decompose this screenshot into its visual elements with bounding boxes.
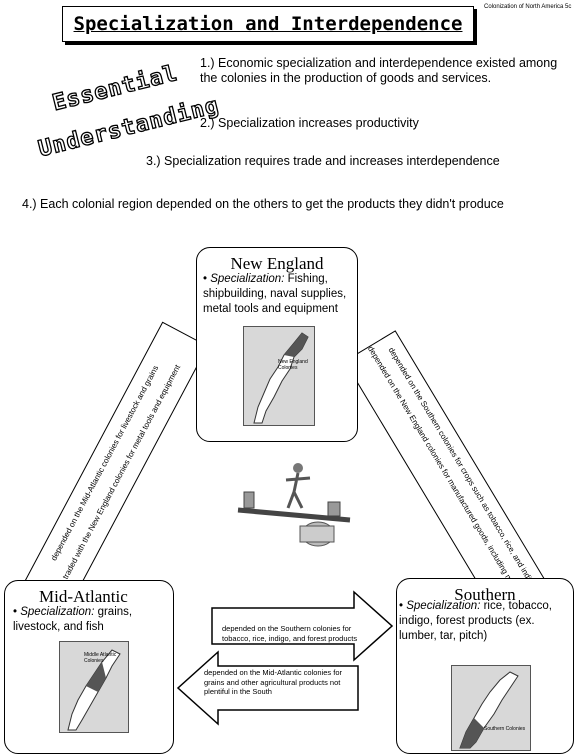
point-2: 2.) Specialization increases productivit… (200, 116, 419, 130)
map-icon (459, 671, 519, 749)
left-arrow-outer-text: depended on the Mid-Atlantic colonies fo… (49, 363, 161, 563)
map-icon (253, 332, 309, 424)
mid-atlantic-specialization: • Specialization: grains, livestock, and… (13, 606, 133, 633)
point-3: 3.) Specialization requires trade and in… (146, 154, 500, 168)
right-arrow-outer-text: depended on the Southern colonies for cr… (386, 345, 538, 590)
seesaw-illustration (237, 463, 351, 547)
bullet-icon: • (399, 600, 407, 612)
new-england-map: New England Colonies (243, 326, 315, 426)
point-4: 4.) Each colonial region depended on the… (22, 197, 504, 211)
mid-atlantic-map-label: Middle Atlantic Colonies (84, 652, 117, 664)
mid-atlantic-title: Mid-Atlantic (39, 587, 128, 606)
left-arrow-band: depended on the Mid-Atlantic colonies fo… (19, 321, 209, 615)
left-arrow-text: depended on the Mid-Atlantic colonies fo… (204, 668, 343, 696)
right-arrow-text: depended on the Southern colonies for to… (222, 624, 358, 643)
right-arrow-inner-text: depended on the New England colonies for… (365, 344, 560, 658)
right-arrow-shape (211, 590, 394, 662)
left-arrow-shape (176, 650, 359, 726)
corner-note: Colonization of North America 5c (484, 4, 572, 10)
page-title: Specialization and Interdependence (73, 13, 463, 35)
southern-title: Southern (454, 585, 516, 604)
southern-map-label: Southern Colonies (484, 726, 526, 732)
new-england-title: New England (230, 254, 324, 273)
left-arrow-inner-text: traded with the New England colonies for… (60, 363, 183, 581)
southern-specialization: • Specialization: rice, tobacco, indigo,… (399, 600, 552, 642)
map-icon (67, 649, 121, 731)
bullet-icon: • (13, 606, 21, 618)
new-england-specialization: • Specialization: Fishing, shipbuilding,… (203, 273, 347, 315)
bullet-icon: • (203, 273, 211, 285)
new-england-box: New England • Specialization: Fishing, s… (196, 247, 358, 442)
new-england-map-label: New England Colonies (278, 359, 308, 371)
mid-atlantic-box: Mid-Atlantic • Specialization: grains, l… (4, 580, 174, 754)
southern-map: Southern Colonies (451, 665, 531, 751)
mid-atlantic-map: Middle Atlantic Colonies (59, 641, 129, 733)
point-1: 1.) Economic specialization and interdep… (200, 56, 558, 85)
title-box: Specialization and Interdependence (62, 6, 474, 42)
southern-box: Southern • Specialization: rice, tobacco… (396, 578, 574, 754)
